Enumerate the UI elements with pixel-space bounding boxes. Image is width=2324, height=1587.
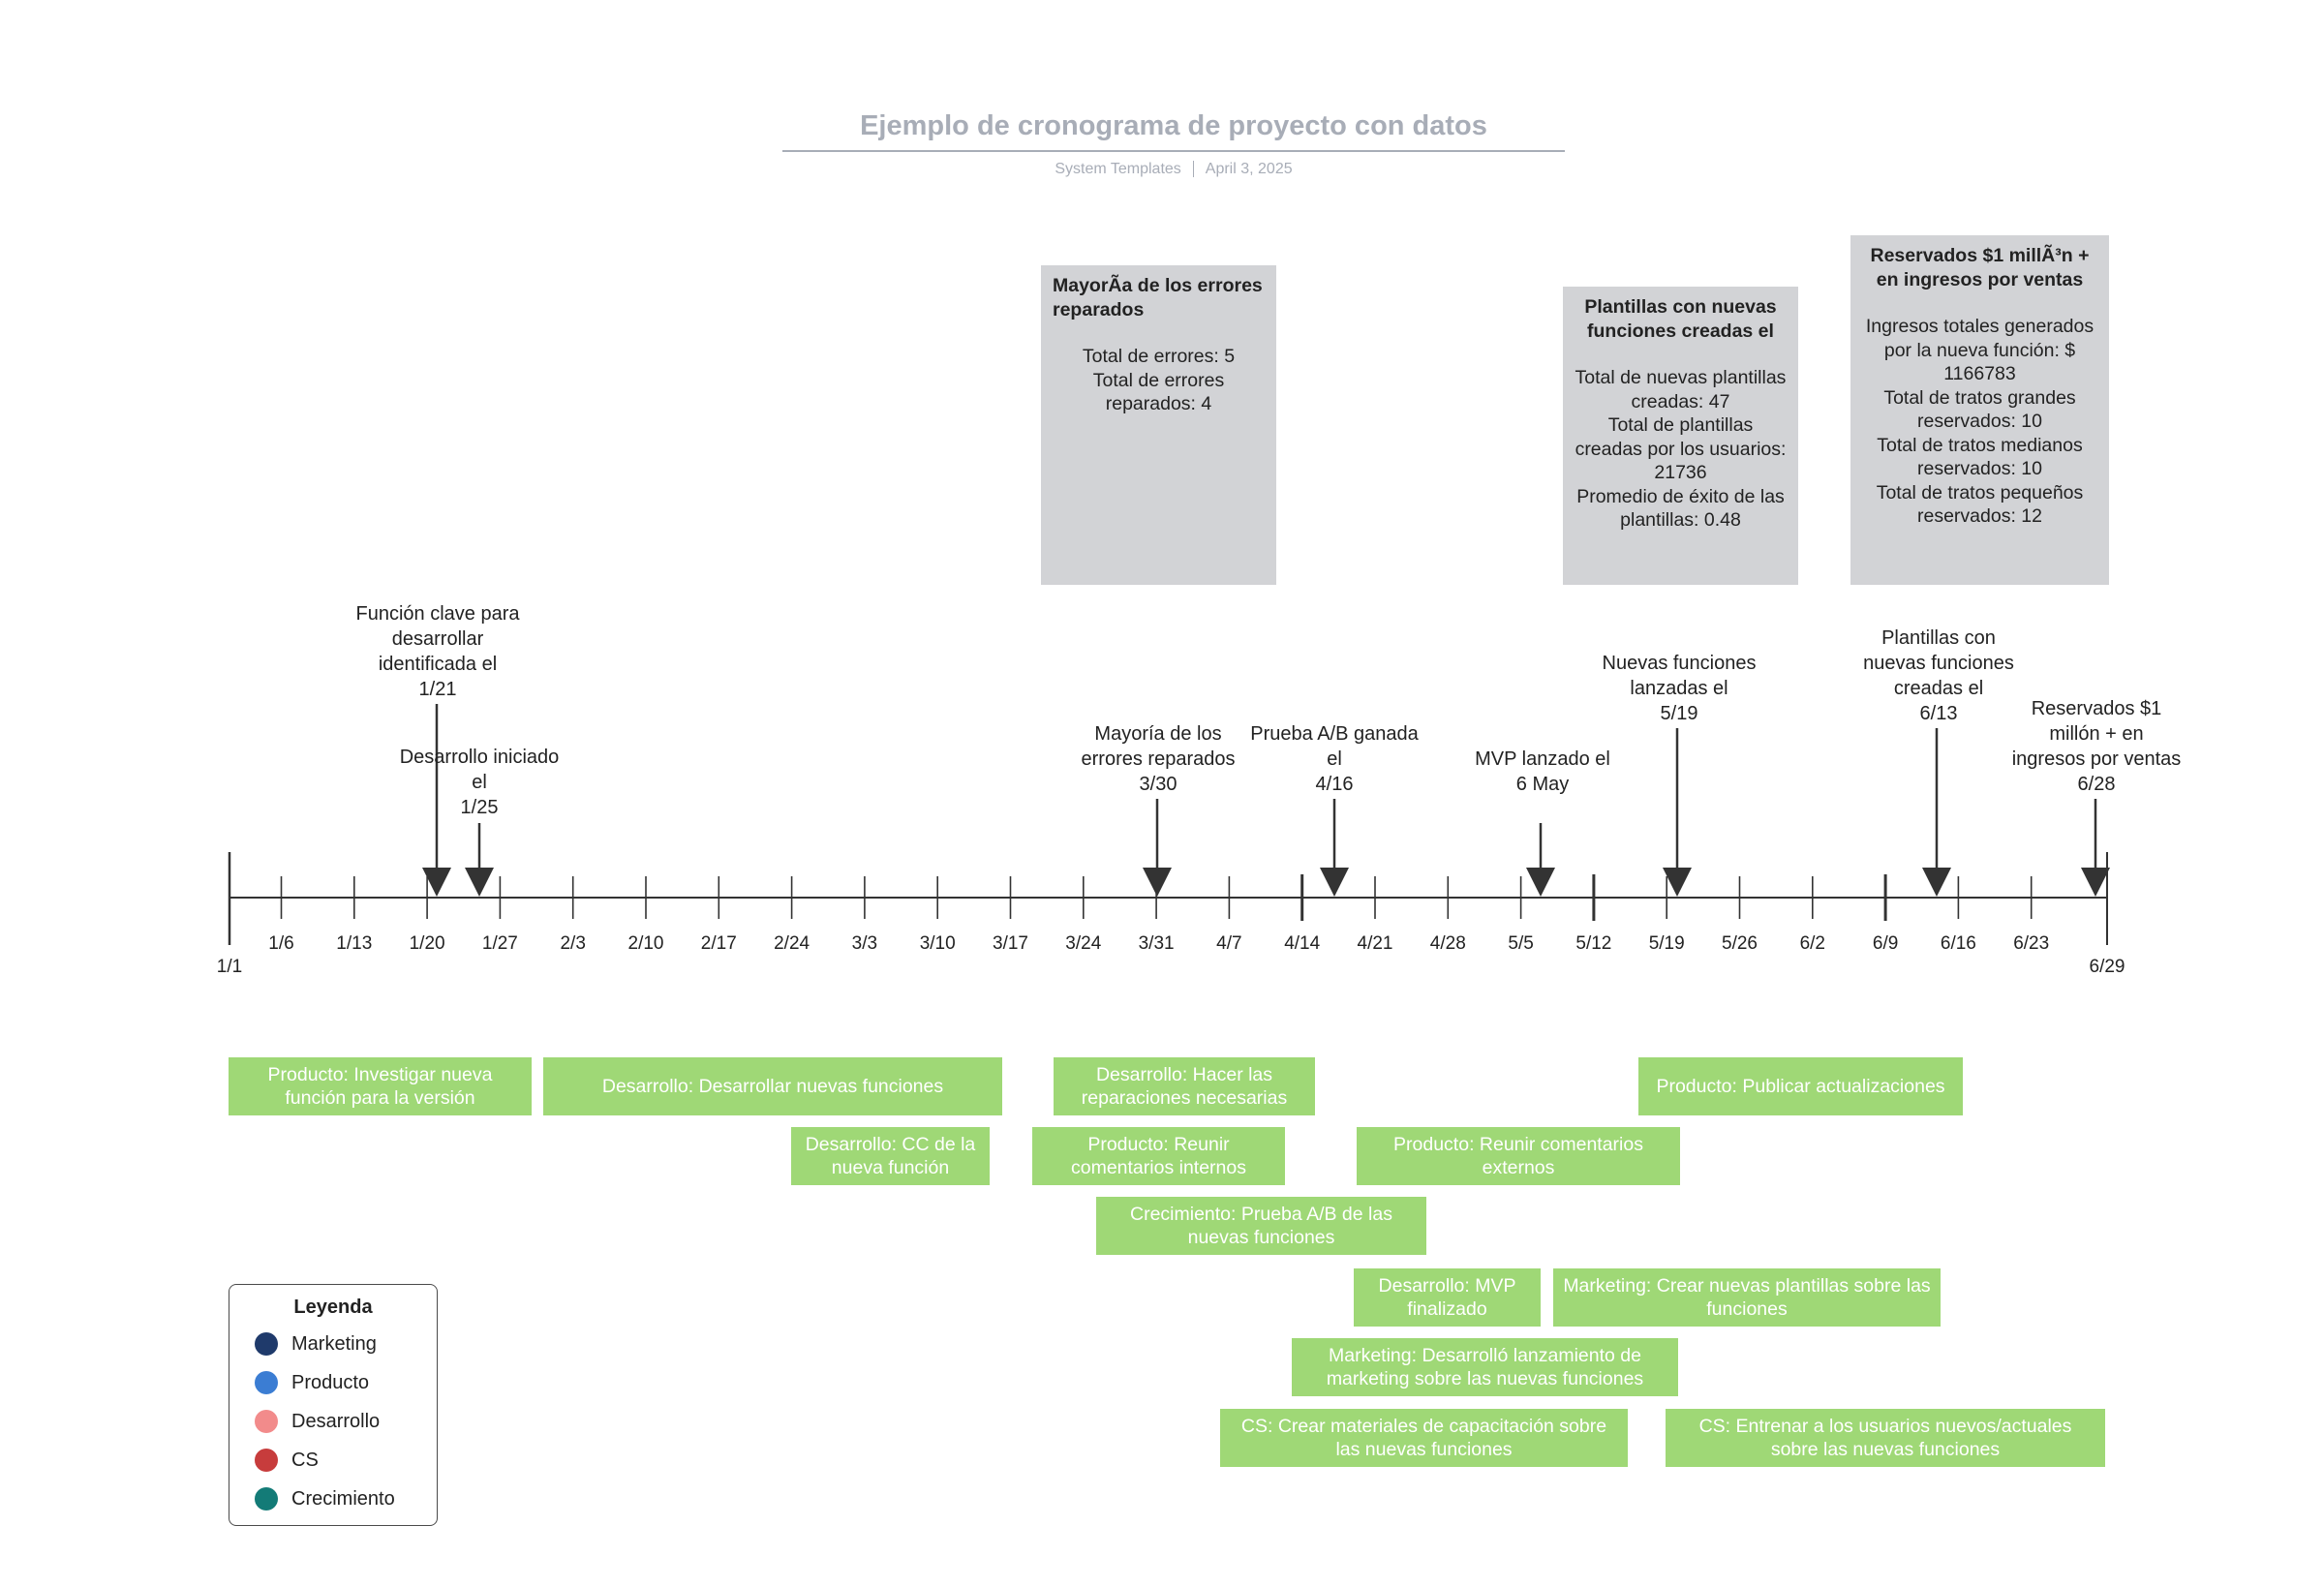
milestone-label-3: Mayoría de los errores reparados 3/30 xyxy=(1081,723,1236,795)
info-card-errors: MayorÃ­a de los errores reparados Total … xyxy=(1041,265,1276,585)
info-card-templates: Plantillas con nuevas funciones creadas … xyxy=(1563,287,1798,585)
tick-label: 2/17 xyxy=(700,933,737,954)
legend-dot xyxy=(255,1410,278,1433)
milestone-arrow-4 xyxy=(1320,868,1349,897)
task-bar-dev-qa[interactable]: Desarrollo: CC de la nueva función xyxy=(791,1127,990,1185)
legend-label: Crecimiento xyxy=(291,1487,395,1510)
task-bar-marketing-launch[interactable]: Marketing: Desarrolló lanzamiento de mar… xyxy=(1292,1338,1678,1396)
milestone-label-2: Desarrollo iniciado el 1/25 xyxy=(399,747,560,818)
tick-label: 1/27 xyxy=(481,933,518,954)
date-label: April 3, 2025 xyxy=(1205,161,1293,177)
tick-label: 3/10 xyxy=(919,933,956,954)
card-body: Total de nuevas plantillas creadas: 47 T… xyxy=(1575,367,1787,531)
milestone-label-1: Función clave para desarrollar identific… xyxy=(355,603,520,700)
tick-label: 1/6 xyxy=(268,933,294,954)
milestone-arrow-2 xyxy=(465,868,494,897)
legend-item-desarrollo: Desarrollo xyxy=(255,1409,380,1434)
tick-label: 3/17 xyxy=(993,933,1028,954)
tick-label: 4/21 xyxy=(1357,933,1393,954)
legend-label: Producto xyxy=(291,1371,370,1393)
axis-start-label: 1/1 xyxy=(216,957,243,977)
tick-label: 6/16 xyxy=(1940,933,1976,954)
tick-label: 5/26 xyxy=(1722,933,1758,954)
tick-marks xyxy=(280,874,2033,921)
card-title: Plantillas con nuevas funciones creadas … xyxy=(1584,296,1777,342)
milestone-arrow-1 xyxy=(422,868,451,897)
info-card-revenue: Reservados $1 millÃ³n + en ingresos por … xyxy=(1850,235,2109,585)
tick-label: 3/31 xyxy=(1138,933,1175,954)
legend-label: CS xyxy=(291,1449,319,1471)
task-bar-product-internal[interactable]: Producto: Reunir comentarios internos xyxy=(1032,1127,1285,1185)
milestone-arrow-5 xyxy=(1526,868,1555,897)
tick-label: 1/20 xyxy=(409,933,445,954)
milestone-label-6: Nuevas funciones lanzadas el 5/19 xyxy=(1602,653,1757,724)
tick-label: 4/7 xyxy=(1216,933,1242,954)
task-bar-cs-materials[interactable]: CS: Crear materiales de capacitación sob… xyxy=(1220,1409,1628,1467)
task-bar-dev-mvp[interactable]: Desarrollo: MVP finalizado xyxy=(1354,1268,1541,1327)
task-bar-product-research[interactable]: Producto: Investigar nueva función para … xyxy=(229,1057,532,1115)
tick-label: 6/2 xyxy=(1799,933,1825,954)
legend-item-cs: CS xyxy=(255,1448,319,1473)
tick-label: 6/23 xyxy=(2013,933,2050,954)
milestone-arrow-7 xyxy=(1922,868,1951,897)
axis-end-label: 6/29 xyxy=(2089,957,2125,977)
legend: Leyenda Marketing Producto Desarrollo CS… xyxy=(229,1284,438,1526)
card-title: Reservados $1 millÃ³n + en ingresos por … xyxy=(1870,245,2090,290)
legend-dot xyxy=(255,1371,278,1394)
milestone-arrow-8 xyxy=(2081,868,2110,897)
legend-item-marketing: Marketing xyxy=(255,1331,377,1357)
legend-item-producto: Producto xyxy=(255,1370,369,1395)
milestone-arrow-6 xyxy=(1663,868,1692,897)
task-bar-dev-fixes[interactable]: Desarrollo: Hacer las reparaciones neces… xyxy=(1054,1057,1315,1115)
tick-label: 5/5 xyxy=(1508,933,1534,954)
task-bar-cs-training[interactable]: CS: Entrenar a los usuarios nuevos/actua… xyxy=(1666,1409,2105,1467)
legend-label: Desarrollo xyxy=(291,1410,381,1432)
tick-label: 2/24 xyxy=(774,933,810,954)
legend-dot xyxy=(255,1449,278,1472)
legend-item-crecimiento: Crecimiento xyxy=(255,1486,395,1511)
tick-label: 2/3 xyxy=(560,933,586,954)
legend-title: Leyenda xyxy=(293,1297,373,1318)
card-body: Ingresos totales generados por la nueva … xyxy=(1865,316,2095,527)
task-bar-dev-build[interactable]: Desarrollo: Desarrollar nuevas funciones xyxy=(543,1057,1002,1115)
task-bar-product-external[interactable]: Producto: Reunir comentarios externos xyxy=(1357,1127,1680,1185)
task-bar-marketing-templates[interactable]: Marketing: Crear nuevas plantillas sobre… xyxy=(1553,1268,1941,1327)
milestone-arrow-3 xyxy=(1143,868,1172,897)
milestone-arrows xyxy=(422,704,2110,897)
tick-label: 3/3 xyxy=(851,933,878,954)
milestone-label-5: MVP lanzado el 6 May xyxy=(1475,748,1610,795)
tick-label: 3/24 xyxy=(1065,933,1102,954)
card-body: Total de errores: 5 Total de errores rep… xyxy=(1082,346,1236,414)
legend-dot xyxy=(255,1487,278,1511)
legend-dot xyxy=(255,1332,278,1356)
task-bar-product-publish[interactable]: Producto: Publicar actualizaciones xyxy=(1638,1057,1963,1115)
card-title: MayorÃ­a de los errores reparados xyxy=(1053,275,1263,320)
legend-label: Marketing xyxy=(291,1332,377,1355)
milestone-label-4: Prueba A/B ganada el 4/16 xyxy=(1250,723,1419,795)
tick-label: 6/9 xyxy=(1872,933,1899,954)
subtitle-divider xyxy=(1192,161,1194,178)
tick-label: 2/10 xyxy=(627,933,664,954)
tick-label: 5/19 xyxy=(1648,933,1685,954)
source-label: System Templates xyxy=(1055,161,1181,177)
tick-label: 4/14 xyxy=(1284,933,1321,954)
task-bar-growth-ab[interactable]: Crecimiento: Prueba A/B de las nuevas fu… xyxy=(1096,1197,1426,1255)
page-subtitle: System Templates April 3, 2025 xyxy=(782,161,1565,178)
milestone-label-8: Reservados $1 millón + en ingresos por v… xyxy=(2011,698,2182,795)
tick-label: 5/12 xyxy=(1575,933,1612,954)
tick-label: 4/28 xyxy=(1429,933,1466,954)
tick-label: 1/13 xyxy=(336,933,373,954)
title-underline xyxy=(782,150,1565,152)
page-title: Ejemplo de cronograma de proyecto con da… xyxy=(860,110,1487,141)
milestone-label-7: Plantillas con nuevas funciones creadas … xyxy=(1863,627,2014,724)
